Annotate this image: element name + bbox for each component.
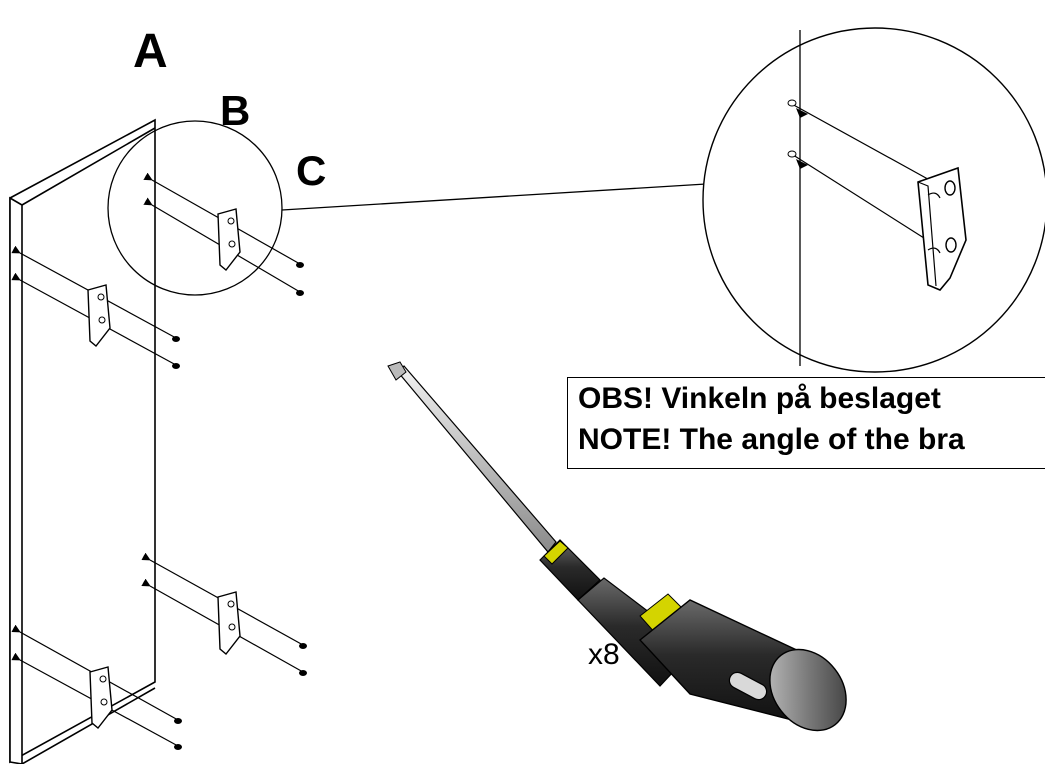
leader-line xyxy=(281,183,707,211)
bracket-group-lower-left xyxy=(11,624,182,750)
part-label-a: A xyxy=(133,25,168,78)
note-box: OBS! Vinkeln på beslaget NOTE! The angle… xyxy=(567,377,1045,469)
part-label-b: B xyxy=(220,87,251,134)
bracket-group-top xyxy=(143,172,304,296)
screw-quantity: x8 xyxy=(588,638,620,671)
part-label-c: C xyxy=(296,147,327,194)
detail-circle-small xyxy=(107,120,283,296)
detail-circle-large xyxy=(702,27,1045,373)
panel-a xyxy=(9,118,156,764)
bracket-group-lower-right xyxy=(141,552,307,676)
note-swedish: OBS! Vinkeln på beslaget xyxy=(578,382,941,415)
screwdriver-icon xyxy=(387,361,847,732)
note-english: NOTE! The angle of the bra xyxy=(578,423,965,456)
bracket-group-upper-left xyxy=(11,245,180,369)
